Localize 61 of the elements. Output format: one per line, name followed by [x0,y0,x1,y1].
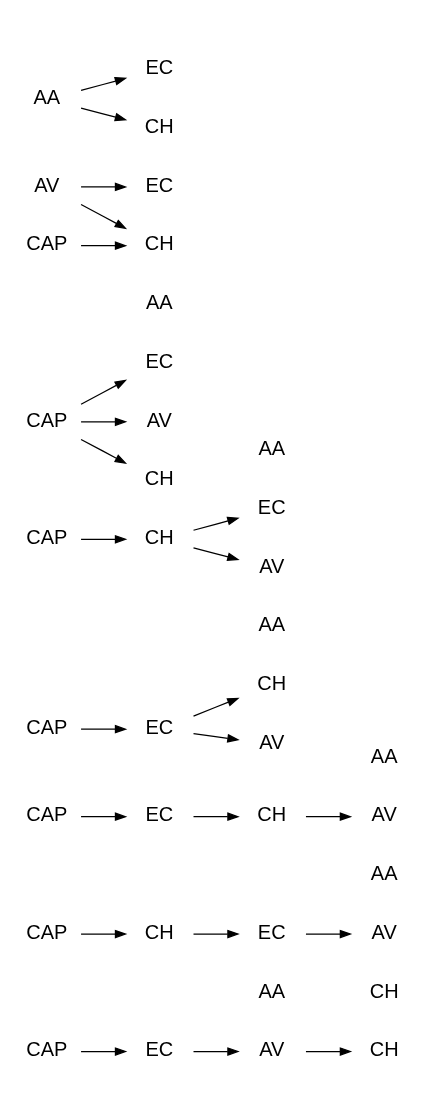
node-text: CH [144,525,174,548]
arrow [80,182,128,191]
node-text: CH [369,1037,399,1060]
node-text: AA [258,436,286,459]
node-text: AV [34,173,60,196]
arrow [80,203,128,229]
arrow [305,811,353,821]
node-text: EC [257,495,286,518]
arrow [305,1046,353,1056]
node-text: CH [144,114,174,137]
node-text: AA [370,744,398,767]
arrow [80,438,128,464]
arrow [192,546,240,561]
arrow [80,76,128,91]
node-text: AV [371,920,397,943]
arrow [80,379,128,405]
arrow [192,811,240,821]
node-text: CH [144,466,174,489]
node-text: AV [259,554,285,577]
node-text: AV [371,802,397,825]
node-text: CAP [26,408,68,431]
node-text: AV [146,408,172,431]
node-text: EC [257,920,286,943]
arrow [80,929,128,938]
node-text: AA [258,612,286,635]
node-text: CH [144,920,174,943]
node-text: EC [145,1037,174,1060]
arrow [80,534,128,544]
node-text: AV [259,1037,285,1060]
arrow [192,697,240,717]
arrow [80,240,128,250]
arrow [192,732,240,743]
arrow [192,516,240,531]
node-text: AA [33,85,61,108]
node-text: AA [258,979,286,1002]
node-text: EC [145,349,174,372]
node-text: EC [145,173,174,196]
arrow [192,929,240,938]
arrow [192,1046,240,1056]
arrow [80,811,128,821]
arrow [305,929,353,938]
node-text: CH [257,802,287,825]
arrow [80,416,128,426]
node-text: CH [257,671,287,694]
node-text: AV [259,730,285,753]
node-text: CAP [26,920,68,943]
node-text: CAP [26,231,68,254]
arrow [80,1046,128,1056]
arrow [80,724,128,734]
node-text: CH [144,231,174,254]
node-text: EC [145,55,174,78]
node-text: CAP [26,1037,68,1060]
node-text: EC [145,715,174,738]
node-text: AA [145,290,173,313]
arrow [80,106,128,121]
node-text: CAP [26,802,68,825]
node-text: CAP [26,525,68,548]
node-text: CH [369,979,399,1002]
node-text: EC [145,802,174,825]
node-text: CAP [26,715,68,738]
node-text: AA [370,861,398,884]
